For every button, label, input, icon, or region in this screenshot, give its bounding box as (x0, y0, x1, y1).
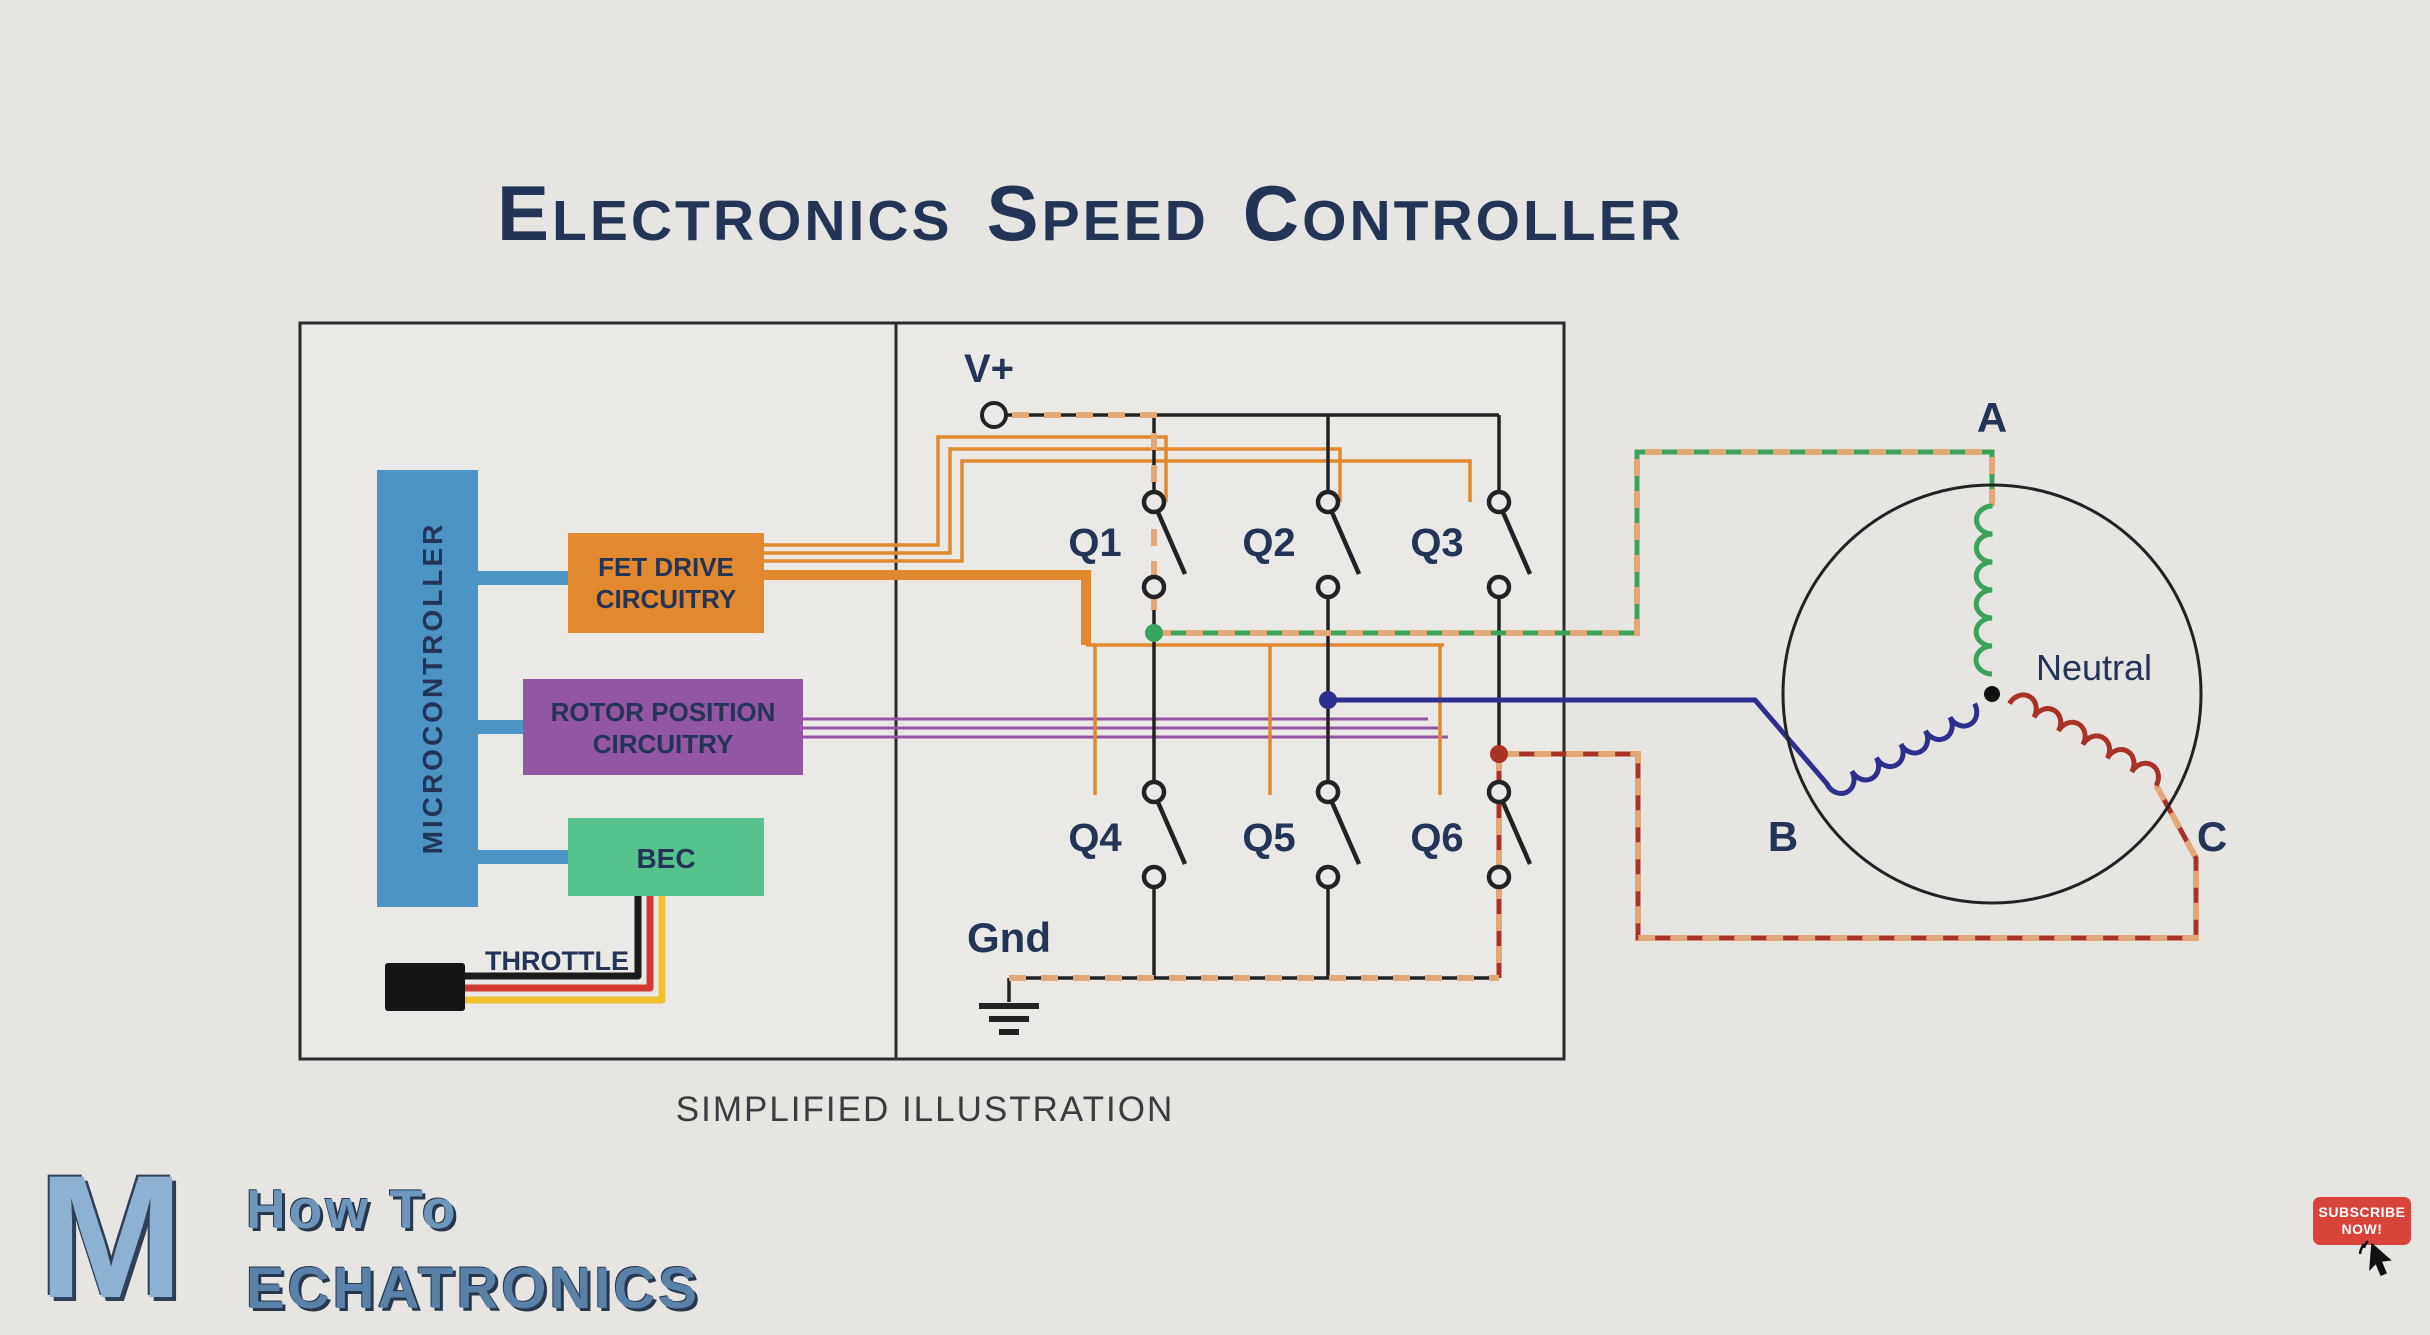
click-cursor-icon (2358, 1240, 2392, 1276)
q6-label: Q6 (1410, 816, 1463, 860)
subscribe-label-line2: NOW! (2341, 1221, 2383, 1237)
switch-contact (1141, 489, 1167, 515)
title-initial: S (986, 169, 1042, 257)
throttle-wire-yellow (465, 896, 666, 1004)
phase-c-label: C (2197, 813, 2227, 860)
rotor-position-block (523, 679, 803, 775)
switch-arm-q1 (1154, 509, 1188, 575)
switch-arm-q3 (1499, 509, 1533, 575)
esc-schematic: MICROCONTROLLER FET DRIVE CIRCUITRY ROTO… (298, 321, 2227, 1061)
q2-label: Q2 (1242, 521, 1295, 565)
coil-a (1973, 503, 1993, 677)
coil-b (1825, 702, 1980, 796)
dash-phase-c (1508, 751, 2199, 941)
switch-contact (1486, 489, 1512, 515)
vplus-label: V+ (964, 347, 1014, 391)
dash-vplus-to-q1 (1012, 412, 1157, 633)
dash-phase-a (1154, 449, 1995, 636)
switch-arm-q4 (1154, 799, 1188, 865)
fet-drive-label-line2: CIRCUITRY (596, 584, 737, 614)
rotor-sense-wires (803, 717, 1448, 739)
subscribe-button[interactable]: SUBSCRIBE NOW! (2313, 1197, 2411, 1245)
title-initial: C (1242, 169, 1303, 257)
cursor-click-lines (2358, 1240, 2369, 1255)
phase-a-junction (1145, 624, 1163, 642)
title-rest: PEED (1041, 189, 1209, 253)
cursor-arrow (2369, 1242, 2392, 1276)
gate-wire-q2 (764, 447, 1342, 555)
switch-contact (1486, 864, 1512, 890)
q4-label: Q4 (1068, 816, 1122, 860)
phase-c-junction (1490, 745, 1508, 763)
link-to-bec (478, 850, 570, 864)
throttle-wires (465, 896, 666, 1004)
link-to-fet (478, 571, 570, 585)
throttle-connector (385, 963, 465, 1011)
phase-b-junction (1319, 691, 1337, 709)
motor-outline (1781, 483, 2203, 905)
q1-label: Q1 (1068, 521, 1121, 565)
title-rest: LECTRONICS (552, 189, 953, 253)
gnd-label: Gnd (967, 914, 1051, 961)
neutral-label: Neutral (2036, 647, 2152, 688)
rotor-label-line1: ROTOR POSITION (551, 697, 776, 727)
switch-arm-q5 (1328, 799, 1362, 865)
subscribe-label-line1: SUBSCRIBE (2318, 1204, 2406, 1221)
channel-name-line2: ECHATRONICS (246, 1256, 701, 1321)
phase-b-label: B (1768, 813, 1798, 860)
fet-drive-label-line1: FET DRIVE (598, 552, 734, 582)
switch-contact (1141, 779, 1167, 805)
switch-contact (1141, 574, 1167, 600)
bec-block (568, 818, 764, 896)
throttle-label: THROTTLE (485, 946, 629, 976)
phase-a-label: A (1977, 394, 2007, 441)
microcontroller-links (478, 571, 570, 864)
rotor-label-line2: CIRCUITRY (593, 729, 734, 759)
switch-arm-q2 (1328, 509, 1362, 575)
switch-contact (1315, 489, 1341, 515)
throttle-wire-red (465, 896, 654, 992)
switch-contact (1486, 574, 1512, 600)
caption-simplified-illustration: SIMPLIFIED ILLUSTRATION (675, 1090, 1175, 1129)
title-initial: E (497, 169, 553, 257)
title-rest: ONTROLLER (1302, 189, 1684, 253)
microcontroller-label: MICROCONTROLLER (417, 522, 448, 855)
bridge-panel (894, 321, 1566, 1061)
mosfet-switches (1141, 489, 1533, 890)
gate-wire-q3 (764, 459, 1472, 563)
channel-logo: M (38, 1140, 184, 1335)
switch-contact (1141, 864, 1167, 890)
switch-contact (1315, 864, 1341, 890)
fet-drive-block (568, 533, 764, 633)
gate-trunk (764, 570, 1091, 645)
bec-label: BEC (636, 843, 695, 874)
ground-symbol (979, 1003, 1039, 1035)
channel-name-line1: How To (246, 1178, 459, 1240)
phase-b-wire (1328, 697, 1830, 787)
link-to-rotor (478, 720, 525, 734)
q3-label: Q3 (1410, 521, 1463, 565)
fet-gate-wires (764, 435, 1472, 795)
coil-c (2007, 692, 2161, 787)
switch-arm-q6 (1499, 799, 1533, 865)
gate-wire-q1 (764, 435, 1168, 547)
switch-contact (1315, 779, 1341, 805)
throttle-wire-black (465, 896, 642, 980)
switch-contact (1315, 574, 1341, 600)
q5-label: Q5 (1242, 816, 1295, 860)
neutral-point (1984, 686, 2000, 702)
switch-contact (1486, 779, 1512, 805)
vplus-terminal (980, 401, 1008, 429)
microcontroller-block (377, 470, 478, 907)
